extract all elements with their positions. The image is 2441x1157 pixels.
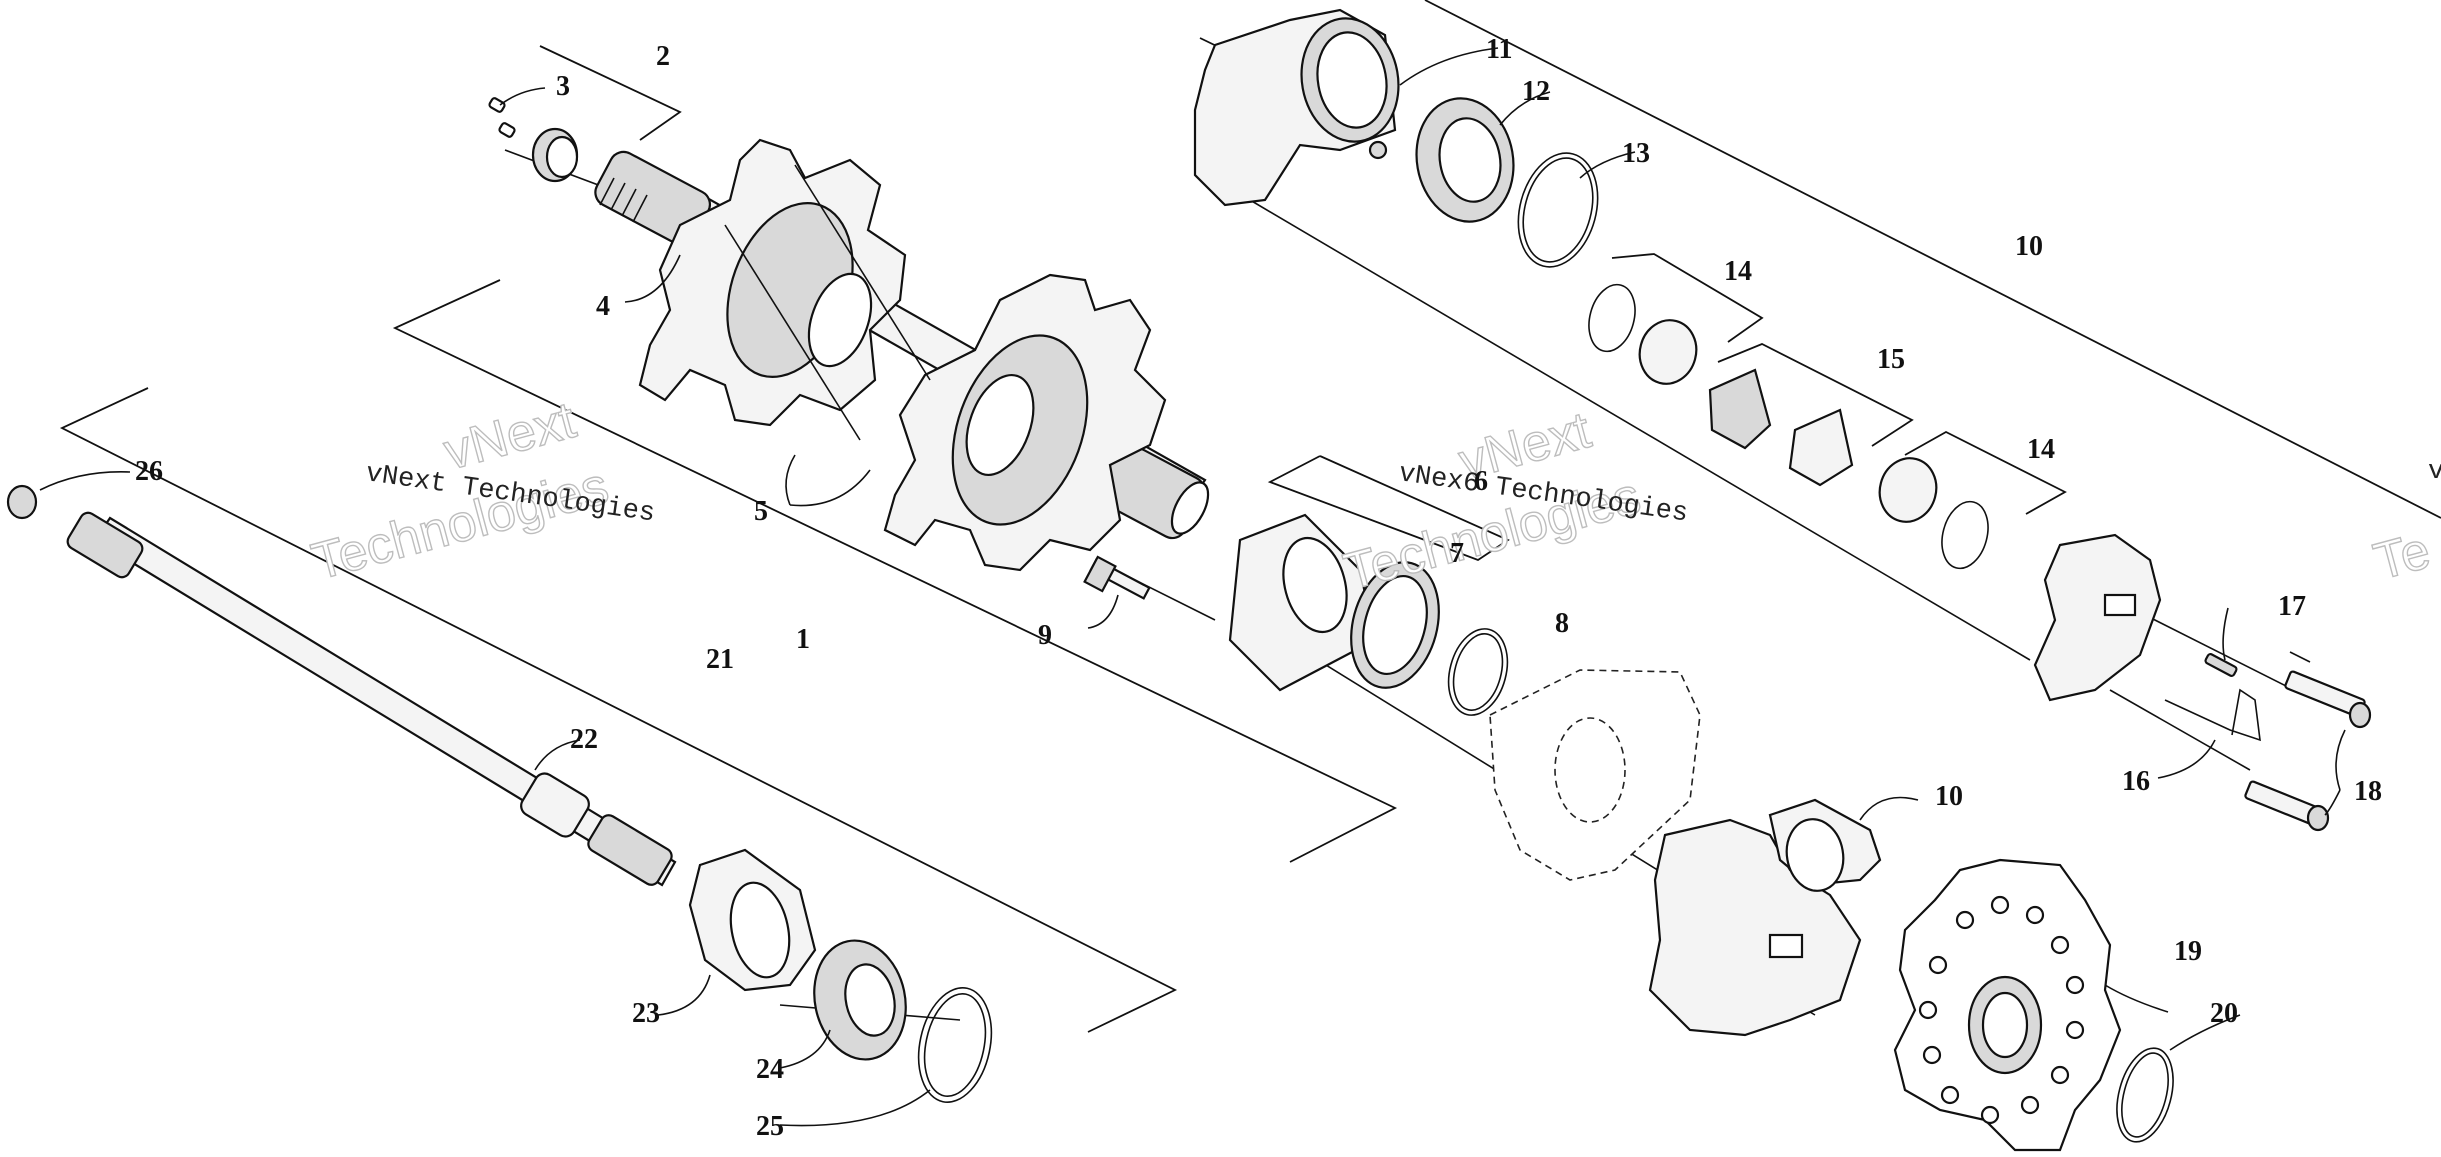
callout-7: 7 [1450, 538, 1464, 569]
brake-piston-parts [1588, 283, 1989, 570]
brake-pad-15b [1788, 408, 1854, 487]
callout-19: 19 [2174, 936, 2202, 967]
callout-14-lower: 14 [2027, 434, 2055, 465]
brake-pad-15a [1708, 368, 1772, 450]
watermark-center: vNext Technologies vNex6 Technologies [1337, 400, 1689, 602]
pin-17 [2204, 653, 2238, 677]
callout-1: 1 [796, 624, 810, 655]
jackshaft-assembly [6, 484, 993, 1103]
bracket-10-top [1424, 0, 2441, 519]
watermark-left: vNext Technologies vNext Technologies [305, 390, 656, 592]
bracket-1 [392, 279, 1398, 863]
bracket-21 [59, 387, 1178, 1033]
callout-20: 20 [2210, 998, 2238, 1029]
end-cap-26 [6, 484, 38, 520]
callout-10-bottom: 10 [1935, 781, 1963, 812]
bearing-12 [1415, 97, 1515, 223]
callout-2: 2 [656, 41, 670, 72]
callout-6: 6 [1474, 466, 1488, 497]
callout-21: 21 [706, 644, 734, 675]
watermark-right-edge: v Te [2367, 457, 2441, 592]
callout-5: 5 [754, 496, 768, 527]
bracket-14-upper [1611, 253, 1764, 343]
callout-17: 17 [2278, 591, 2306, 622]
callout-3: 3 [556, 71, 570, 102]
callout-25: 25 [756, 1111, 784, 1142]
assembly-brackets [59, 0, 2441, 1033]
o-ring-25 [917, 987, 993, 1103]
o-ring-13 [1517, 152, 1599, 268]
callout-24: 24 [756, 1054, 784, 1085]
bolt-9 [1083, 555, 1151, 600]
callout-16: 16 [2122, 766, 2150, 797]
bracket-6 [1267, 455, 1510, 562]
grease-fittings-3 [488, 97, 516, 138]
bracket-14-lower [1904, 430, 2067, 515]
jackshaft-spline-left [66, 511, 144, 579]
brake-disc-19 [1893, 858, 2122, 1152]
callout-9: 9 [1038, 620, 1052, 651]
seal-plate-6 [1228, 513, 1377, 692]
callout-14-upper: 14 [1724, 256, 1752, 287]
callout-13: 13 [1622, 138, 1650, 169]
callout-8: 8 [1555, 608, 1569, 639]
watermark-edge-te: Te [2368, 521, 2436, 591]
callout-15: 15 [1877, 344, 1905, 375]
callout-12: 12 [1522, 76, 1550, 107]
brake-caliper-upper [1193, 8, 1400, 207]
watermark-edge-v: v [2428, 457, 2441, 487]
callout-23: 23 [632, 998, 660, 1029]
bracket-2 [539, 45, 682, 141]
callout-11: 11 [1486, 34, 1512, 65]
bolts-18 [2244, 670, 2372, 832]
snap-ring-8 [1447, 628, 1509, 716]
callout-18: 18 [2354, 776, 2382, 807]
jackshaft-spline-right [587, 814, 673, 886]
bearing-2 [531, 127, 579, 183]
callout-26: 26 [135, 456, 163, 487]
drive-sprocket-shaft [594, 138, 1210, 572]
bracket-15 [1717, 343, 1914, 447]
leader-lines [39, 47, 2346, 1127]
snap-ring-20 [2116, 1047, 2174, 1143]
seal-7 [1350, 561, 1440, 689]
callout-22: 22 [570, 724, 598, 755]
brake-caliper-lower [1648, 798, 1882, 1037]
callout-numbers: 1 2 3 4 5 6 7 8 9 10 10 11 12 13 14 14 1… [135, 34, 2382, 1142]
callout-10-top: 10 [2015, 231, 2043, 262]
callout-4: 4 [596, 291, 610, 322]
brake-caliper-outer [2033, 533, 2162, 702]
spring-clip-16 [2164, 688, 2261, 742]
